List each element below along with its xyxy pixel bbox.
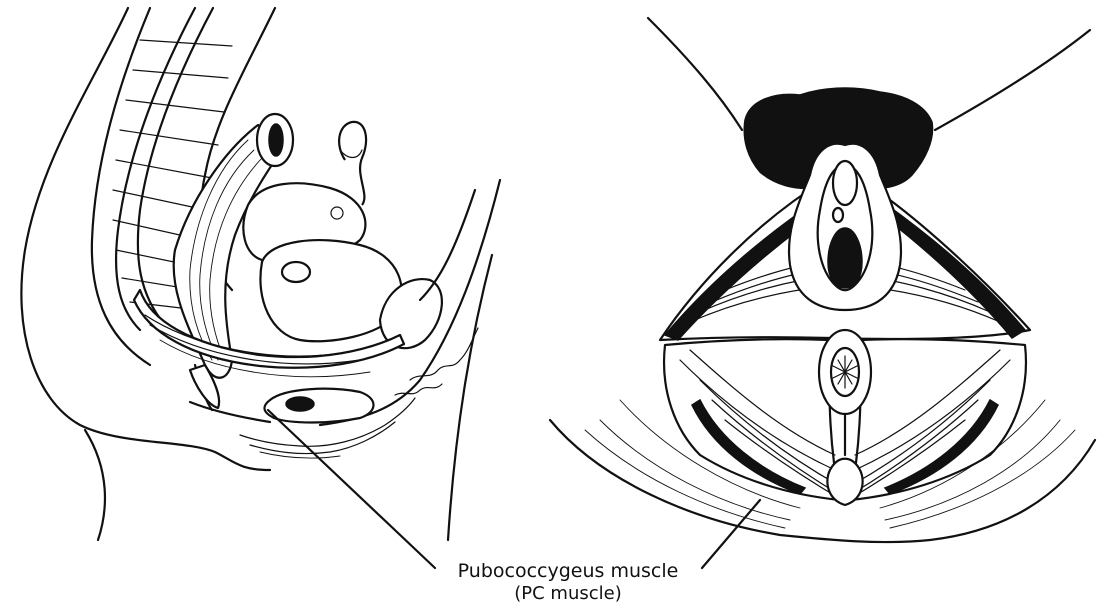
sagittal-section-drawing bbox=[21, 8, 500, 540]
vulva-outline bbox=[190, 402, 270, 422]
perineal-opening bbox=[286, 397, 314, 411]
leader-line-right bbox=[702, 500, 760, 568]
right-thigh-line bbox=[935, 30, 1090, 130]
vaginal-opening bbox=[828, 228, 862, 288]
left-thigh-line bbox=[648, 18, 742, 130]
levator-ani-left bbox=[664, 339, 840, 500]
bladder-detail bbox=[282, 262, 310, 282]
leader-line-left bbox=[268, 410, 435, 568]
thigh-outline bbox=[85, 430, 105, 540]
leg-outline bbox=[448, 255, 492, 540]
pc-muscle-sublabel: (PC muscle) bbox=[514, 583, 621, 604]
levator-ani-right bbox=[850, 339, 1026, 500]
pc-muscle-label: Pubococcygeus muscle bbox=[458, 560, 679, 582]
perineal-body bbox=[264, 389, 373, 423]
urethral-opening bbox=[833, 208, 843, 222]
inferior-view-drawing bbox=[550, 18, 1095, 542]
colon-lumen bbox=[269, 124, 283, 156]
clitoral-hood bbox=[833, 161, 857, 205]
coccyx bbox=[827, 459, 862, 505]
